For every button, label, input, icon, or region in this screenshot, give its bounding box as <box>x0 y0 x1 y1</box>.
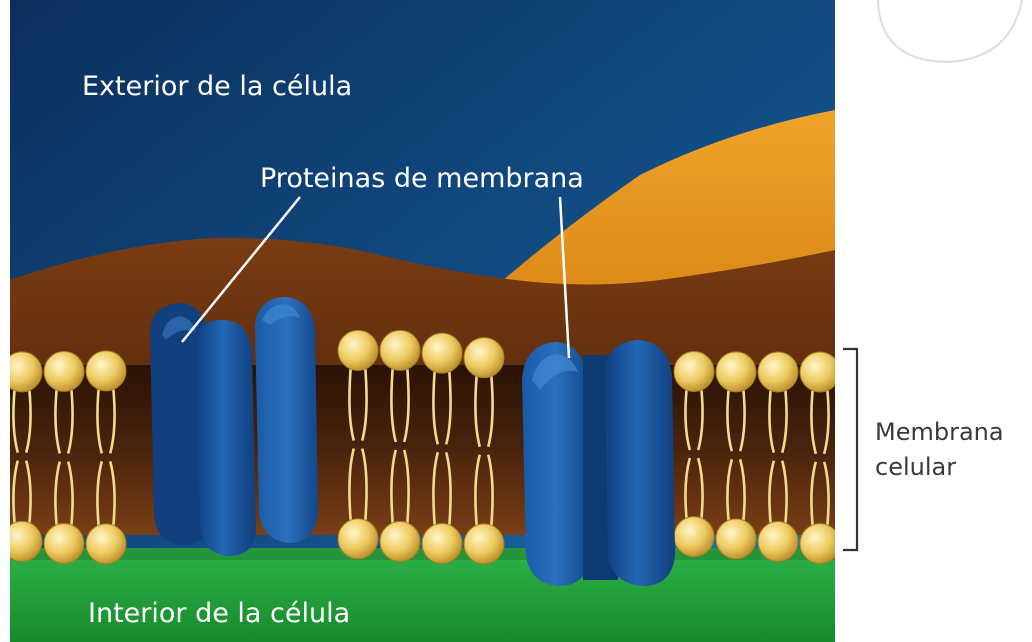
membrane-protein-left <box>150 297 318 556</box>
label-proteins: Proteinas de membrana <box>260 163 584 194</box>
label-membrane-line1: Membrana <box>875 418 1004 446</box>
membrane-protein-right <box>522 340 675 586</box>
label-membrane-line2: celular <box>875 453 956 481</box>
label-interior: Interior de la célula <box>88 598 350 629</box>
membrane-bracket <box>843 349 857 550</box>
membrane-core <box>10 365 835 535</box>
label-exterior: Exterior de la célula <box>82 71 352 102</box>
decorative-circle <box>878 0 1022 62</box>
